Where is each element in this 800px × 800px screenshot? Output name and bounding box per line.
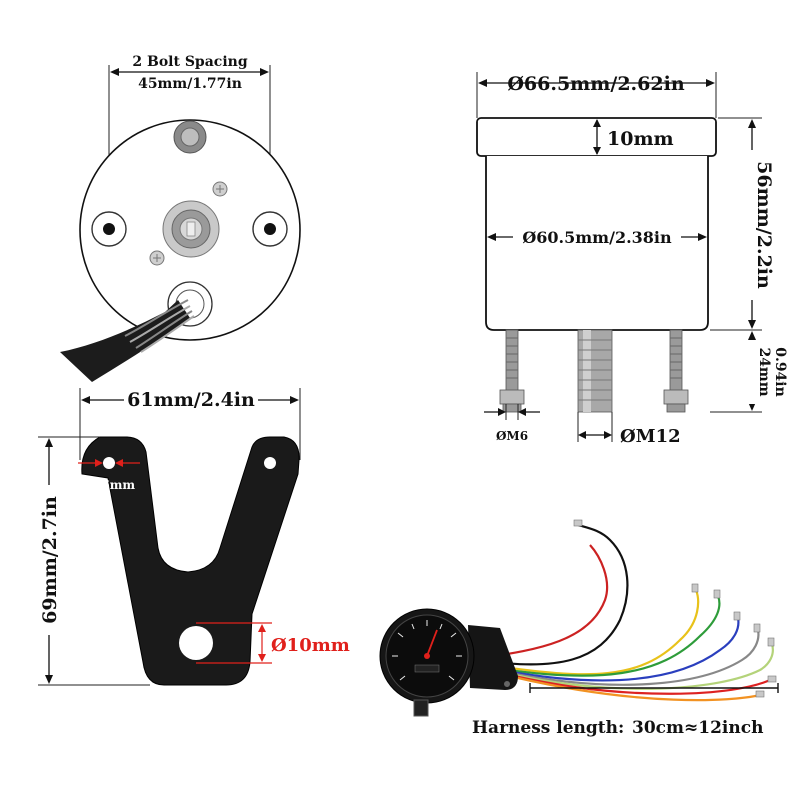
bracket-large-hole — [179, 626, 213, 660]
stud-length-label-in: 0.94in — [772, 347, 788, 397]
m6-dimension: ØM6 — [484, 408, 540, 443]
body-diameter-label: Ø60.5mm/2.38in — [522, 228, 672, 247]
harness-length-value: 30cm≈12inch — [632, 718, 763, 738]
top-screw — [173, 120, 207, 154]
speedometer-needle — [426, 629, 438, 657]
body-diameter-dimension: Ø60.5mm/2.38in — [487, 225, 707, 247]
bracket-small-hole-left — [103, 457, 115, 469]
bolt-spacing-value: 45mm/1.77in — [138, 76, 242, 92]
m6-label: ØM6 — [496, 429, 528, 443]
bezel-height-label: 10mm — [607, 128, 674, 150]
m12-dimension: ØM12 — [578, 426, 681, 447]
small-screw-upper — [212, 181, 228, 197]
small-hole-label: Ø6mm — [91, 478, 136, 492]
right-bolt-hole — [252, 211, 288, 247]
wire-terminals — [573, 519, 777, 698]
center-threaded-shaft — [577, 329, 613, 413]
stud-length-label-mm: 24mm — [756, 347, 772, 396]
gauge-side-view: Ø66.5mm/2.62in 10mm Ø60.5mm/2.38in — [476, 72, 788, 447]
large-hole-dimension: Ø10mm — [196, 622, 350, 664]
bolt-spacing-dimension: 2 Bolt Spacing 45mm/1.77in — [110, 54, 269, 92]
gauge-with-harness-photo: Harness length: 30cm≈12inch — [379, 519, 779, 738]
right-stud — [663, 329, 689, 413]
left-bolt-hole — [91, 211, 127, 247]
mounting-bracket-view: 61mm/2.4in Ø6mm Ø10mm — [38, 388, 350, 686]
bracket-height-dimension: 69mm/2.7in — [38, 438, 62, 684]
harness-wires — [477, 523, 774, 702]
body-height-dimension: 56mm/2.2in — [742, 119, 775, 329]
bracket-width-dimension: 61mm/2.4in — [81, 388, 299, 411]
bracket-width-label: 61mm/2.4in — [127, 389, 255, 411]
small-screw-lower — [149, 250, 165, 266]
left-stud — [499, 329, 525, 413]
reset-knob — [413, 699, 429, 717]
cable-bundle — [60, 299, 195, 382]
gauge-mount-bracket — [468, 625, 518, 690]
harness-length-label: Harness length: — [472, 718, 624, 738]
bracket-small-hole-right — [264, 457, 276, 469]
large-hole-label: Ø10mm — [271, 635, 350, 656]
outer-diameter-label: Ø66.5mm/2.62in — [507, 73, 684, 95]
stud-length-dimension: 24mm 0.94in — [748, 331, 788, 411]
m12-label: ØM12 — [620, 426, 681, 447]
harness-length-line — [529, 683, 779, 693]
bracket-height-label: 69mm/2.7in — [39, 496, 61, 624]
gauge-back-view: 2 Bolt Spacing 45mm/1.77in — [60, 54, 301, 382]
small-hole-dimension: Ø6mm — [78, 459, 140, 492]
bolt-spacing-title: 2 Bolt Spacing — [132, 54, 247, 70]
speedometer-dial — [392, 620, 462, 681]
outer-diameter-dimension: Ø66.5mm/2.62in — [478, 73, 715, 95]
body-height-label: 56mm/2.2in — [753, 161, 775, 289]
center-boss — [162, 200, 220, 258]
bezel-height-dimension: 10mm — [593, 119, 674, 155]
